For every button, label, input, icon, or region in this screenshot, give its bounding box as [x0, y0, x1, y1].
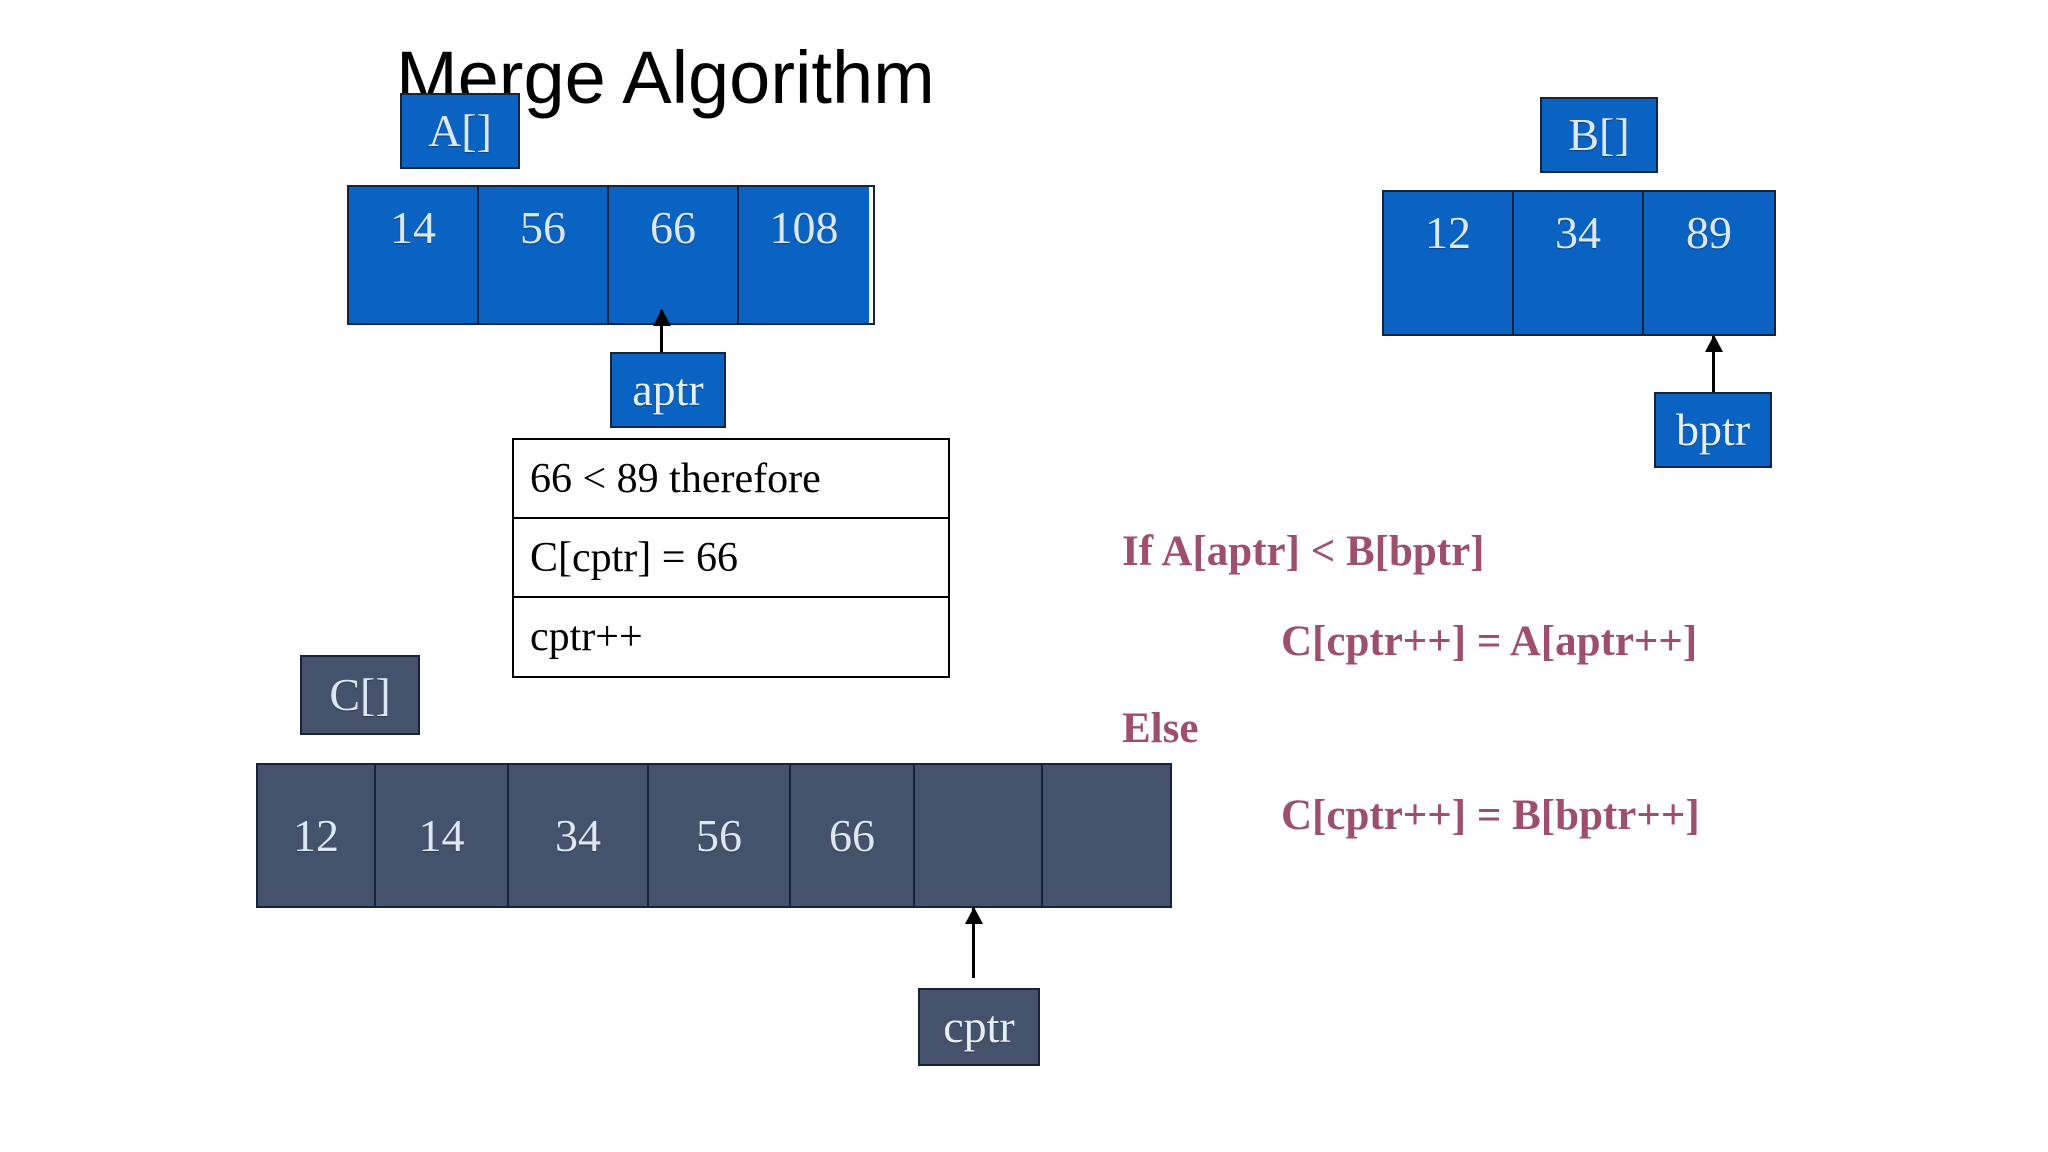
- array-b-cell-1: 34: [1514, 192, 1644, 334]
- array-label-c: C[]: [300, 655, 420, 735]
- explanation-row-0: 66 < 89 therefore: [514, 440, 948, 519]
- pointer-bptr: bptr: [1654, 392, 1772, 468]
- array-b-cell-2: 89: [1644, 192, 1774, 334]
- bptr-arrow-icon: [1712, 336, 1715, 392]
- array-c-cell-6: [1043, 765, 1170, 906]
- array-b: 12 34 89: [1382, 190, 1776, 336]
- pseudocode-line-if: If A[aptr] < B[bptr]: [1122, 528, 1485, 575]
- array-a-cell-1: 56: [479, 187, 609, 323]
- explanation-row-1: C[cptr] = 66: [514, 519, 948, 598]
- array-c-cell-4: 66: [791, 765, 915, 906]
- pseudocode-line-else: Else: [1122, 705, 1199, 752]
- array-c-cell-1: 14: [376, 765, 509, 906]
- array-a-cell-3: 108: [739, 187, 869, 323]
- array-a: 14 56 66 108: [347, 185, 875, 325]
- array-c-cell-0: 12: [258, 765, 376, 906]
- array-label-b: B[]: [1540, 97, 1658, 173]
- pointer-cptr: cptr: [918, 988, 1040, 1066]
- array-b-cell-0: 12: [1384, 192, 1514, 334]
- pseudocode-line-then: C[cptr++] = A[aptr++]: [1281, 618, 1698, 665]
- cptr-arrow-icon: [972, 908, 975, 978]
- array-c-cell-3: 56: [649, 765, 791, 906]
- array-c-cell-5: [915, 765, 1043, 906]
- explanation-table: 66 < 89 therefore C[cptr] = 66 cptr++: [512, 438, 950, 678]
- explanation-row-2: cptr++: [530, 614, 643, 660]
- array-a-cell-0: 14: [349, 187, 479, 323]
- pseudocode-line-else-body: C[cptr++] = B[bptr++]: [1281, 792, 1700, 839]
- array-c-cell-2: 34: [509, 765, 649, 906]
- array-a-cell-2: 66: [609, 187, 739, 323]
- array-label-a: A[]: [400, 93, 520, 169]
- pointer-aptr: aptr: [610, 352, 726, 428]
- aptr-arrow-icon: [660, 310, 663, 352]
- array-c: 12 14 34 56 66: [256, 763, 1172, 908]
